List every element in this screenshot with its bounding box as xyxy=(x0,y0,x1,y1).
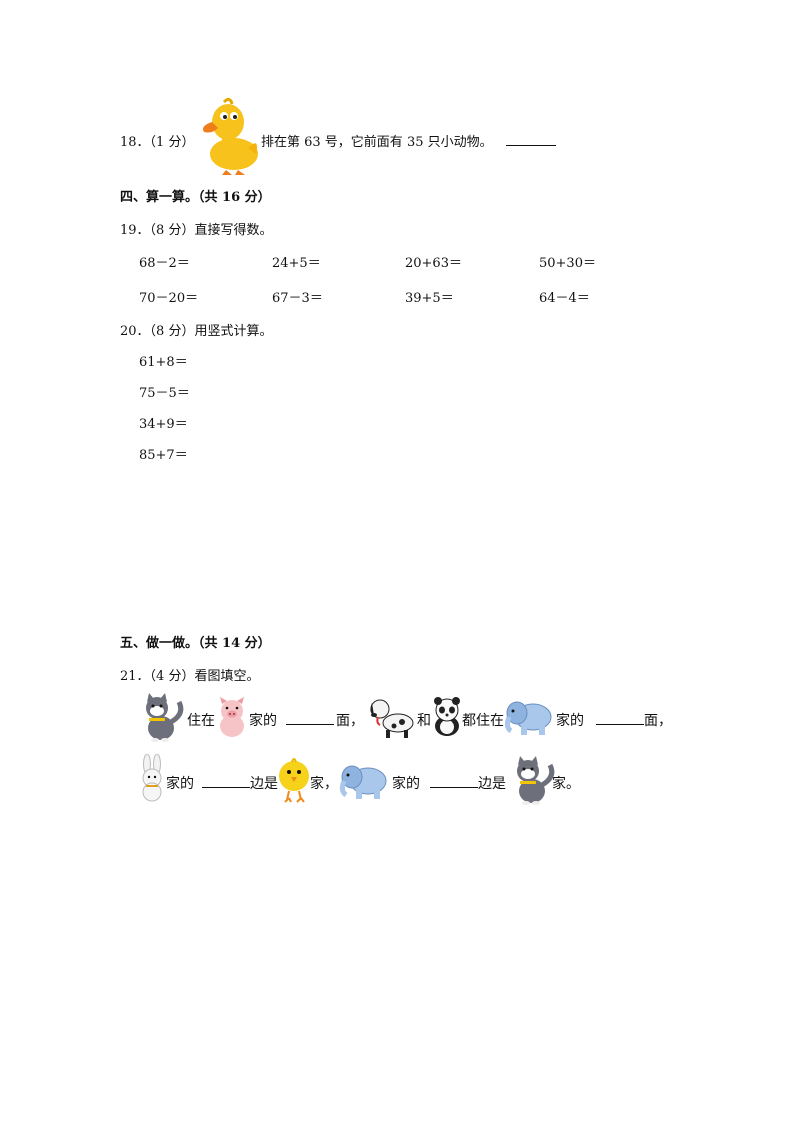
q20-item: 75－5＝ xyxy=(139,386,190,401)
q19-item: 70－20＝ xyxy=(139,291,199,306)
chick-icon xyxy=(279,758,309,803)
q21-l1-c: 面， xyxy=(336,713,364,729)
q21-l2-e: 边是 xyxy=(478,776,506,792)
q21-l1-f: 家的 xyxy=(556,713,584,729)
duck-icon xyxy=(203,97,258,175)
q21-title: 21．（4 分）看图填空。 xyxy=(120,669,260,684)
q21-blank-3[interactable] xyxy=(202,773,250,788)
q19-title: 19．（8 分）直接写得数。 xyxy=(120,223,273,238)
cat-icon xyxy=(517,756,555,805)
pig-icon xyxy=(220,697,244,737)
q21-l2-f: 家。 xyxy=(552,776,580,792)
q20-title: 20．（8 分）用竖式计算。 xyxy=(120,324,273,339)
q20-item: 85+7＝ xyxy=(139,448,188,463)
q21-l2-c: 家， xyxy=(310,776,338,792)
elephant-icon xyxy=(504,701,552,735)
q19-item: 67－3＝ xyxy=(272,291,323,306)
rabbit-icon xyxy=(142,754,162,802)
q19-item: 68－2＝ xyxy=(139,256,190,271)
q19-item: 20+63＝ xyxy=(405,256,462,271)
q18-text: 排在第 63 号，它前面有 35 只小动物。 xyxy=(261,135,493,150)
q21-l1-d: 和 xyxy=(417,713,431,729)
panda-icon xyxy=(434,697,460,736)
q21-l2-a: 家的 xyxy=(166,776,194,792)
q21-l1-g: 面， xyxy=(644,713,672,729)
q21-blank-1[interactable] xyxy=(286,710,334,725)
q20-item: 34+9＝ xyxy=(139,417,188,432)
q21-l1-e: 都住在 xyxy=(462,713,504,729)
q19-item: 50+30＝ xyxy=(539,256,596,271)
q19-item: 39+5＝ xyxy=(405,291,454,306)
cat-icon xyxy=(146,693,184,742)
q21-blank-2[interactable] xyxy=(596,710,644,725)
elephant-icon xyxy=(339,765,387,799)
q19-item: 64－4＝ xyxy=(539,291,590,306)
q21-blank-4[interactable] xyxy=(430,773,478,788)
q19-item: 24+5＝ xyxy=(272,256,321,271)
q21-l2-d: 家的 xyxy=(392,776,420,792)
q18-number: 18．（1 分） xyxy=(120,135,195,150)
q21-l2-b: 边是 xyxy=(250,776,278,792)
q21-l1-a: 住在 xyxy=(187,713,215,729)
dog-icon xyxy=(370,699,414,738)
q20-item: 61+8＝ xyxy=(139,355,188,370)
section-4-title: 四、算一算。（共 16 分） xyxy=(120,190,271,205)
q21-l1-b: 家的 xyxy=(249,713,277,729)
q18-answer-blank[interactable] xyxy=(506,131,556,146)
section-5-title: 五、做一做。（共 14 分） xyxy=(120,636,271,651)
